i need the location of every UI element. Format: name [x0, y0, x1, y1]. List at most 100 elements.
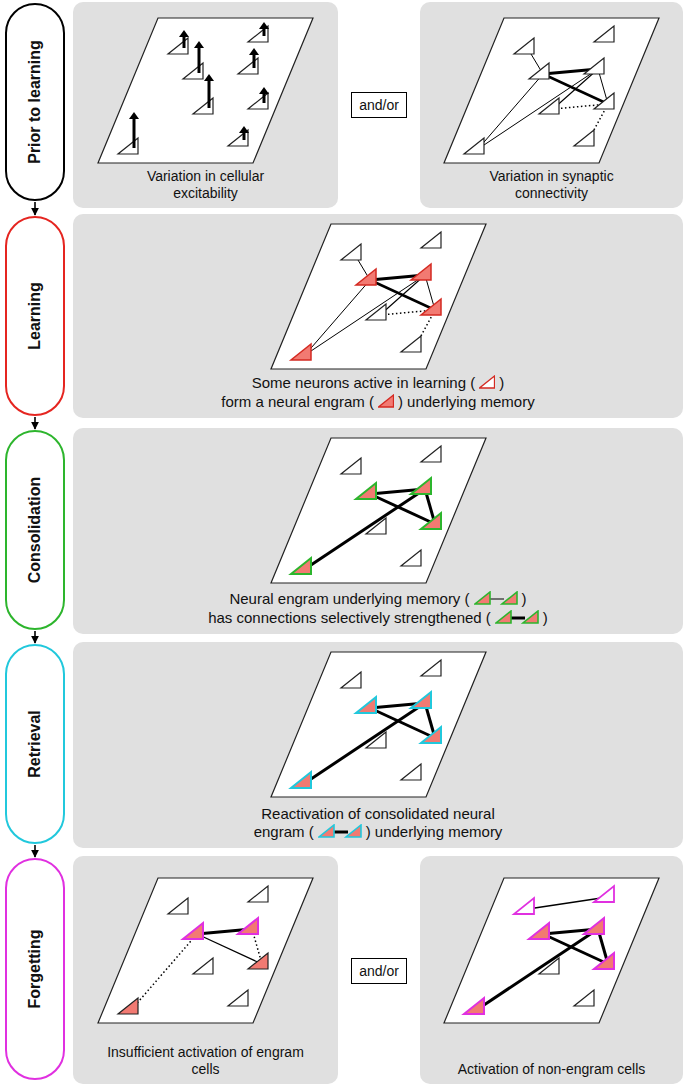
- neuron-triangle: [248, 886, 268, 902]
- neuron-triangle: [401, 336, 421, 352]
- stage-pill: Retrieval: [5, 644, 65, 844]
- stage-label: Learning: [26, 282, 44, 350]
- andor-box: and/or: [351, 92, 407, 118]
- excitability-arrowhead: [259, 87, 269, 94]
- stage-label: Prior to learning: [26, 40, 44, 164]
- symbol-triangle: [378, 395, 393, 407]
- neuron-triangle: [291, 558, 311, 574]
- neuron-triangle: [574, 990, 594, 1006]
- symbol-svg: [318, 824, 362, 838]
- caption-text: ): [543, 609, 548, 626]
- caption: Insufficient activation of engram cells: [77, 1044, 334, 1078]
- caption-text: Insufficient activation of engram cells: [107, 1044, 304, 1077]
- tissue-sheet: [98, 18, 313, 163]
- stage-pill: Consolidation: [5, 430, 65, 630]
- synapse-line: [305, 275, 425, 355]
- legend-symbol: [474, 591, 518, 609]
- neuron-triangle: [411, 692, 431, 708]
- caption: Variation in cellular excitability: [77, 168, 334, 202]
- synapse-line: [197, 934, 262, 964]
- symbol-svg: [479, 375, 495, 389]
- stage-pill: Learning: [5, 216, 65, 416]
- neuron-triangle: [291, 772, 311, 788]
- neuron-triangle: [118, 998, 138, 1014]
- neuron-triangle: [514, 38, 534, 54]
- symbol-svg: [474, 591, 518, 605]
- neuron-triangle: [539, 958, 559, 974]
- excitability-arrow: [208, 80, 211, 108]
- neuron-triangle: [341, 672, 361, 688]
- caption-text: engram (: [254, 823, 314, 840]
- neuron-triangle: [238, 918, 258, 934]
- tissue-sheet: [271, 224, 486, 369]
- stage-pill: Forgetting: [5, 858, 65, 1080]
- caption-line: Insufficient activation of engram cells: [106, 1044, 306, 1078]
- neuron-triangle: [529, 63, 549, 79]
- neuron-triangle: [411, 264, 431, 280]
- neuron-triangle: [366, 732, 386, 748]
- symbol-svg: [495, 610, 539, 624]
- synapse-line: [478, 74, 543, 149]
- stage-arrow: [34, 631, 36, 643]
- stage-panel: Activation of non-engram cells: [420, 856, 683, 1084]
- excitability-arrow: [263, 93, 266, 103]
- tissue-sheet: [444, 878, 659, 1023]
- caption: Activation of non-engram cells: [424, 1061, 679, 1078]
- symbol-triangle: [502, 592, 517, 604]
- andor-label: and/or: [359, 963, 399, 979]
- neuron-triangle: [594, 26, 614, 42]
- caption-text: Activation of non-engram cells: [458, 1061, 646, 1077]
- symbol-triangle: [496, 611, 511, 623]
- neuron-triangle: [594, 93, 614, 109]
- legend-symbol: [495, 610, 539, 628]
- caption-text: form a neural engram (: [221, 393, 374, 410]
- symbol-triangle: [523, 611, 538, 623]
- synapse-line: [380, 275, 425, 315]
- tissue-sheet: [98, 878, 313, 1023]
- stage-panel: Some neurons active in learning ()form a…: [73, 214, 683, 418]
- excitability-arrowhead: [129, 112, 139, 119]
- neuron-triangle: [514, 898, 534, 914]
- synapse-line: [132, 934, 197, 1009]
- stage-pill: Prior to learning: [5, 3, 65, 201]
- caption: Neural engram underlying memory () has co…: [77, 590, 679, 628]
- symbol-triangle: [346, 825, 361, 837]
- synapse-line: [478, 929, 598, 1009]
- neuron-triangle: [411, 478, 431, 494]
- neuron-triangle: [366, 518, 386, 534]
- caption: Some neurons active in learning ()form a…: [77, 374, 679, 412]
- caption-line: Activation of non-engram cells: [457, 1061, 647, 1078]
- neuron-triangle: [594, 953, 614, 969]
- stage-panel: Insufficient activation of engram cells: [73, 856, 338, 1084]
- neuron-triangle: [529, 923, 549, 939]
- synapse-line: [478, 69, 598, 149]
- caption-text: Neural engram underlying memory (: [229, 590, 469, 607]
- neuron-triangle: [356, 483, 376, 499]
- caption-text: ) underlying memory: [366, 823, 503, 840]
- excitability-arrow: [198, 47, 201, 73]
- neuron-triangle: [421, 446, 441, 462]
- caption-line: Variation in synaptic connectivity: [472, 168, 632, 202]
- stage-panel: Reactivation of consolidated neuralengra…: [73, 642, 683, 848]
- stage-arrow: [34, 202, 36, 215]
- excitability-arrow: [243, 132, 246, 140]
- synapse-line: [528, 897, 608, 909]
- neuron-triangle: [584, 918, 604, 934]
- legend-symbol: [378, 394, 394, 412]
- neuron-triangle: [193, 958, 213, 974]
- tissue-sheet: [444, 18, 659, 163]
- caption-line: form a neural engram () underlying memor…: [77, 393, 679, 412]
- excitability-arrow: [183, 36, 186, 48]
- caption-line: Reactivation of consolidated neural: [77, 805, 679, 823]
- excitability-arrowhead: [179, 30, 189, 37]
- caption-text: has connections selectively strengthened…: [208, 609, 491, 626]
- stage-label: Forgetting: [26, 929, 44, 1008]
- stage-label: Consolidation: [26, 477, 44, 584]
- caption-text: ): [522, 590, 527, 607]
- excitability-arrowhead: [204, 74, 214, 81]
- tissue-sheet: [271, 652, 486, 797]
- neuron-triangle: [248, 93, 268, 109]
- neuron-triangle: [421, 660, 441, 676]
- symbol-triangle: [475, 592, 490, 604]
